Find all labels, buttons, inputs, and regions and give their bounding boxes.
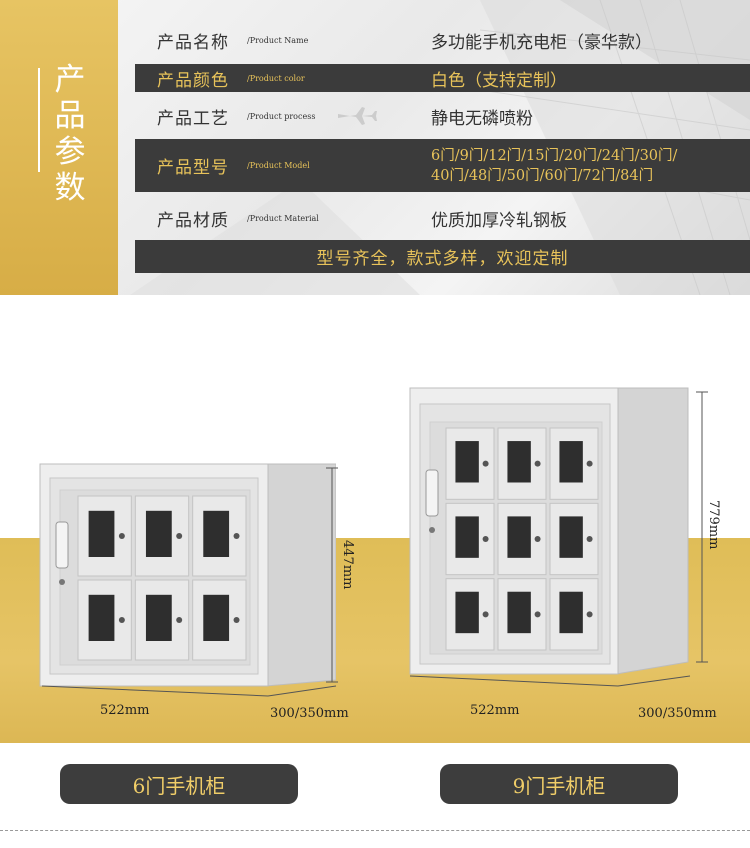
spec-label: 产品工艺 bbox=[157, 108, 229, 129]
lock-icon bbox=[233, 617, 240, 623]
lock-icon bbox=[586, 611, 593, 618]
side-divider bbox=[38, 68, 40, 172]
locker-compartment bbox=[549, 502, 599, 576]
compartment-window bbox=[559, 441, 583, 483]
spec-row-process: 产品工艺 /Product process 静电无磷喷粉 bbox=[135, 100, 750, 132]
lock-icon bbox=[176, 533, 183, 539]
height-dimension-1: 447mm bbox=[340, 540, 355, 590]
side-title: 产 品 参 数 bbox=[50, 62, 90, 206]
spec-row-model: 产品型号 /Product Model 6门/9门/12门/15门/20门/24… bbox=[135, 139, 750, 192]
lock-icon bbox=[586, 460, 593, 467]
dashed-divider bbox=[0, 830, 750, 831]
spec-row-name: 产品名称 /Product Name 多功能手机充电柜（豪华款） bbox=[135, 24, 750, 56]
width-dimension-1: 522mm bbox=[100, 703, 150, 718]
lock-icon bbox=[534, 536, 541, 542]
compartment-window bbox=[507, 516, 531, 558]
dimension-lines-2 bbox=[409, 391, 708, 687]
compartment-window bbox=[145, 510, 172, 557]
side-title-char: 参 bbox=[54, 134, 86, 170]
compartment-window bbox=[455, 591, 479, 634]
lock-icon bbox=[586, 536, 593, 542]
depth-dimension-2: 300/350mm bbox=[638, 706, 717, 721]
compartment-window bbox=[455, 516, 479, 558]
spec-label: 产品名称 bbox=[157, 32, 229, 53]
spec-row-material: 产品材质 /Product Material 优质加厚冷轧钢板 bbox=[135, 202, 750, 234]
side-title-char: 品 bbox=[54, 98, 86, 134]
dimension-lines-1 bbox=[41, 467, 338, 697]
spec-banner: 产 品 参 数 产品名称 /Product Name 多功能手机充电柜（豪华款）… bbox=[0, 0, 750, 295]
spec-label: 产品材质 bbox=[157, 210, 229, 231]
height-dimension-2: 779mm bbox=[706, 500, 721, 550]
spec-row-color: 产品颜色 /Product color 白色（支持定制） bbox=[135, 64, 750, 92]
lock-icon bbox=[482, 536, 489, 542]
spec-label: 产品型号 bbox=[157, 158, 229, 178]
compartment-window bbox=[88, 510, 115, 557]
depth-dimension-1: 300/350mm bbox=[270, 706, 349, 721]
spec-value-line: 6门/9门/12门/15门/20门/24门/30门/ bbox=[431, 147, 678, 164]
compartment-window bbox=[145, 594, 172, 641]
spec-label-en: /Product color bbox=[247, 73, 305, 83]
spec-label-en: /Product Material bbox=[247, 213, 319, 223]
spec-label: 产品颜色 bbox=[157, 70, 229, 91]
lock-icon bbox=[482, 611, 489, 618]
product-label-6-door: 6门手机柜 bbox=[60, 764, 298, 804]
spec-value: 多功能手机充电柜（豪华款） bbox=[431, 32, 652, 53]
compartment-window bbox=[203, 594, 230, 641]
lock-icon bbox=[118, 617, 125, 623]
product-label-9-door: 9门手机柜 bbox=[440, 764, 678, 804]
slogan-banner: 型号齐全，款式多样，欢迎定制 bbox=[135, 240, 750, 273]
side-title-char: 产 bbox=[54, 62, 86, 98]
spec-value: 静电无磷喷粉 bbox=[431, 108, 533, 129]
spec-value: 优质加厚冷轧钢板 bbox=[431, 210, 567, 231]
side-title-char: 数 bbox=[54, 170, 86, 206]
compartment-window bbox=[455, 441, 479, 483]
spec-value-line: 40门/48门/50门/60门/72门/84门 bbox=[431, 167, 654, 184]
cabinet-9-door bbox=[409, 387, 689, 675]
compartment-window bbox=[203, 510, 230, 557]
lock-icon bbox=[534, 460, 541, 467]
spec-label-en: /Product Model bbox=[247, 161, 310, 170]
compartment-window bbox=[559, 591, 583, 634]
lock-icon bbox=[118, 533, 125, 539]
compartment-window bbox=[507, 591, 531, 634]
gold-side-panel: 产 品 参 数 bbox=[0, 0, 118, 295]
spec-label-en: /Product Name bbox=[247, 35, 309, 45]
lock-icon bbox=[534, 611, 541, 618]
spec-value: 白色（支持定制） bbox=[431, 70, 567, 91]
compartment-window bbox=[559, 516, 583, 558]
compartment-window bbox=[88, 594, 115, 641]
width-dimension-2: 522mm bbox=[470, 703, 520, 718]
spec-value: 6门/9门/12门/15门/20门/24门/30门/ 40门/48门/50门/6… bbox=[431, 146, 677, 186]
cabinet-6-door bbox=[39, 463, 336, 687]
spec-label-en: /Product process bbox=[247, 111, 316, 121]
lock-icon bbox=[482, 460, 489, 467]
lock-icon bbox=[176, 617, 183, 623]
compartment-window bbox=[507, 441, 531, 483]
lock-icon bbox=[233, 533, 240, 539]
